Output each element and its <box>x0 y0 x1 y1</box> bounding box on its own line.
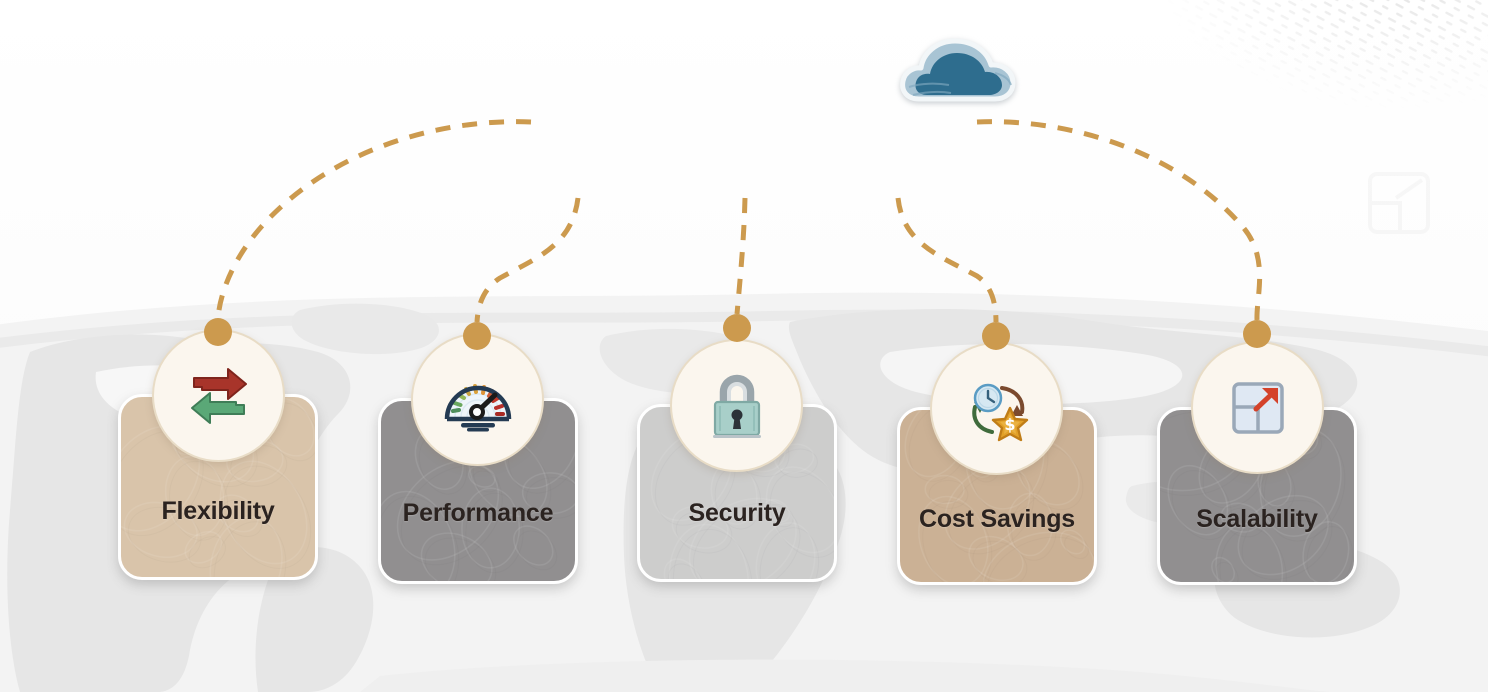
connector-to-performance <box>474 197 581 323</box>
benefit-medallion-security[interactable] <box>670 339 803 472</box>
connector-node-performance <box>463 322 491 350</box>
benefit-label-flexibility: Flexibility <box>161 497 275 525</box>
benefit-card-cost-savings[interactable]: Cost Savings <box>897 407 1097 585</box>
svg-text:$: $ <box>1004 415 1015 434</box>
card-texture <box>121 397 315 577</box>
connector-to-scalability <box>976 119 1263 321</box>
scale-watermark-icon <box>1368 172 1430 234</box>
connector-node-scalability <box>1243 320 1271 348</box>
connector-node-security <box>723 314 751 342</box>
benefit-label-security: Security <box>688 499 786 527</box>
benefit-medallion-scalability[interactable] <box>1191 341 1324 474</box>
speedometer-icon <box>444 383 511 431</box>
connector-to-flexibility <box>215 119 532 319</box>
exchange-arrows-icon <box>190 367 247 424</box>
benefit-medallion-cost-savings[interactable]: $ <box>930 342 1063 475</box>
clock-star-savings-icon: $ <box>971 383 1028 441</box>
benefit-label-performance: Performance <box>402 499 554 527</box>
benefit-medallion-performance[interactable] <box>411 333 544 466</box>
card-texture <box>904 410 1094 582</box>
benefit-label-cost-savings: Cost Savings <box>919 505 1075 533</box>
scale-expand-icon <box>1231 381 1284 434</box>
connector-to-security <box>734 197 748 315</box>
connector-to-cost-savings <box>895 197 999 323</box>
padlock-icon <box>712 374 761 438</box>
dash-texture-patch <box>1040 0 1488 220</box>
benefit-medallion-flexibility[interactable] <box>152 329 285 462</box>
cloud-icon <box>900 38 1016 102</box>
benefit-label-scalability: Scalability <box>1196 505 1318 533</box>
connector-node-cost-savings <box>982 322 1010 350</box>
connector-node-flexibility <box>204 318 232 346</box>
